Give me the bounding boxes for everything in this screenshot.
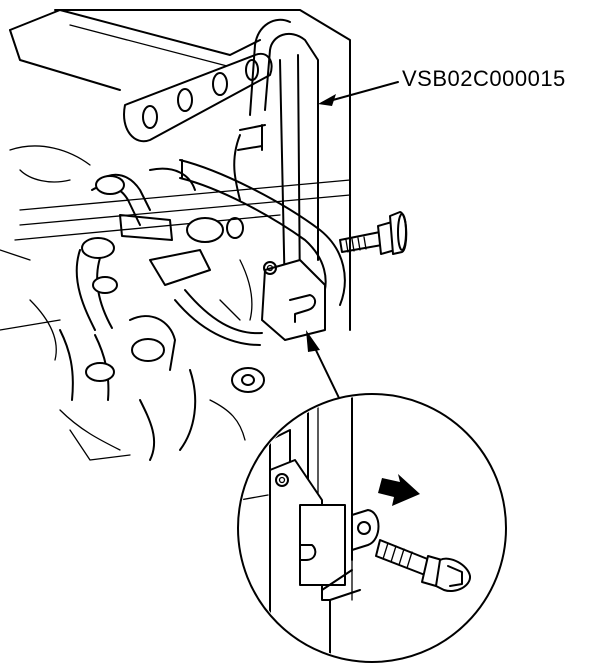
- engine-frame: [0, 9, 351, 331]
- label-leader: [318, 81, 399, 106]
- detail-view: [237, 393, 507, 663]
- slotted-bracket: [123, 52, 273, 143]
- flange-bolt-icon: [375, 539, 471, 592]
- curved-pipe: [179, 159, 346, 306]
- engine-components: [9, 145, 265, 461]
- bold-right-arrow-icon: [378, 474, 420, 506]
- pipe-bracket: [261, 259, 326, 341]
- main-bolt: [339, 211, 408, 255]
- detail-pointer: [306, 330, 341, 401]
- part-code-label: VSB02C000015: [402, 66, 566, 91]
